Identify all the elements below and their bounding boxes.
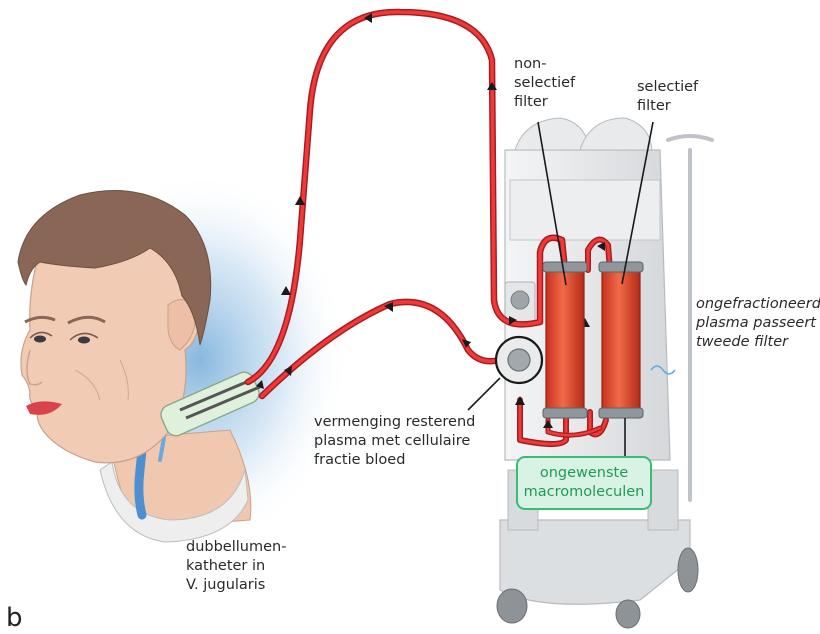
label-line: V. jugularis	[186, 576, 286, 595]
label-line: ongefractioneerd	[696, 295, 820, 314]
label-catheter: dubbellumen- katheter in V. jugularis	[186, 538, 286, 595]
box-line: macromoleculen	[518, 483, 650, 502]
label-line: plasma passeert	[696, 314, 820, 333]
label-unfractionated-plasma: ongefractioneerd plasma passeert tweede …	[696, 295, 820, 352]
label-non-selective-filter: non- selectief filter	[514, 55, 575, 112]
mixing-chamber	[496, 337, 542, 383]
machine-base	[500, 520, 690, 604]
selective-filter	[599, 262, 643, 418]
label-line: filter	[637, 97, 698, 116]
label-selective-filter: selectief filter	[637, 78, 698, 116]
wheel	[497, 589, 527, 623]
wheel	[616, 600, 640, 628]
box-line: ongewenste	[518, 464, 650, 483]
label-line: tweede filter	[696, 333, 820, 352]
eye	[34, 336, 46, 343]
label-mixing: vermenging resterend plasma met cellulai…	[314, 413, 475, 470]
label-line: non-	[514, 55, 575, 74]
label-line: vermenging resterend	[314, 413, 475, 432]
label-line: katheter in	[186, 557, 286, 576]
non-selective-filter	[543, 262, 587, 418]
label-line: selectief	[637, 78, 698, 97]
unwanted-macromolecules-box: ongewenste macromoleculen	[516, 456, 652, 510]
panel-letter: b	[6, 604, 23, 632]
label-line: selectief	[514, 74, 575, 93]
label-line: filter	[514, 93, 575, 112]
wheel	[678, 548, 698, 592]
label-line: dubbellumen-	[186, 538, 286, 557]
label-line: plasma met cellulaire	[314, 432, 475, 451]
label-line: fractie bloed	[314, 451, 475, 470]
